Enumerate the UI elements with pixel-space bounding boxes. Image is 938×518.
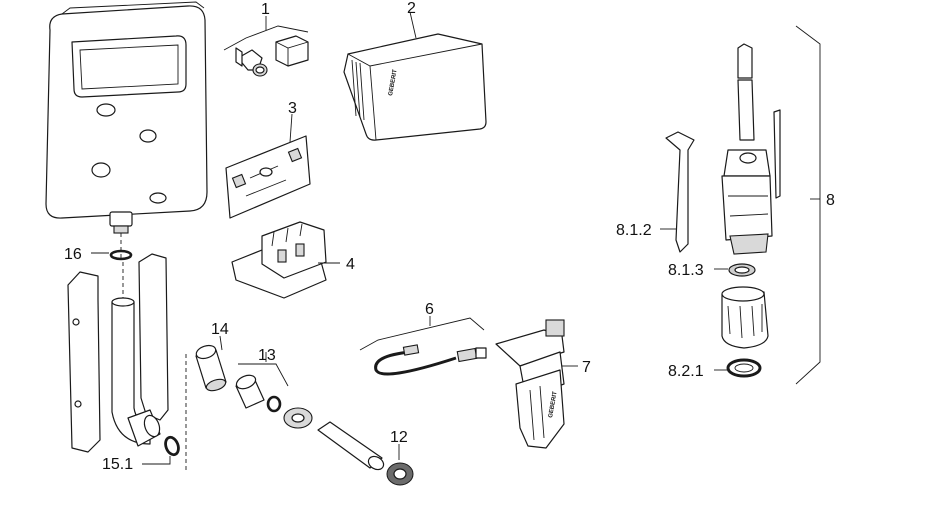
label-7: 7 — [582, 359, 591, 376]
label-8-1-2: 8.1.2 — [616, 222, 652, 239]
flush-valve-body — [721, 43, 781, 255]
label-13: 13 — [258, 347, 276, 364]
brand-logo-text: GEBERIT — [388, 69, 399, 97]
part-7-fill-valve: GEBERIT 7 — [495, 319, 591, 449]
label-15-1: 15.1 — [102, 456, 133, 473]
flush-valve-basket — [721, 286, 769, 349]
part-8-2-1-seal: 8.2.1 — [668, 358, 762, 380]
part-8-flush-valve: 8 8.1.2 8.1.3 — [616, 25, 835, 385]
label-3: 3 — [288, 100, 297, 117]
part-8-1-2-lever: 8.1.2 — [616, 131, 695, 253]
label-12: 12 — [390, 429, 408, 446]
part-1-angle-valve-set: 1 — [223, 1, 309, 77]
label-8: 8 — [826, 192, 835, 209]
part-6-connection-hose: 6 — [359, 301, 487, 376]
part-15-flush-bend — [67, 253, 187, 470]
part-8-1-3-washer: 8.1.3 — [668, 262, 756, 279]
label-14: 14 — [211, 321, 229, 338]
part-14-connector: 14 — [195, 321, 229, 392]
label-4: 4 — [346, 256, 355, 273]
label-8-1-3: 8.1.3 — [668, 262, 704, 279]
part-15-1-ring: 15.1 — [102, 435, 180, 473]
part-2-cover-box: 2 GEBERIT — [343, 0, 487, 141]
label-8-2-1: 8.2.1 — [668, 363, 704, 380]
part-3-mounting-bracket: 3 — [225, 100, 311, 219]
valve-logo-text: GEBERIT — [548, 391, 559, 419]
label-1: 1 — [261, 1, 270, 18]
part-12-seal-ring: 12 — [386, 429, 414, 486]
flush-pipe — [283, 407, 385, 471]
label-16: 16 — [64, 246, 82, 263]
label-2: 2 — [407, 0, 416, 17]
part-13-pipe-connector: 13 — [235, 347, 289, 413]
part-16-o-ring: 16 — [64, 246, 133, 263]
cistern-tank — [45, 1, 208, 258]
part-4-mounting-clamp: 4 — [231, 221, 355, 299]
label-6: 6 — [425, 301, 434, 318]
